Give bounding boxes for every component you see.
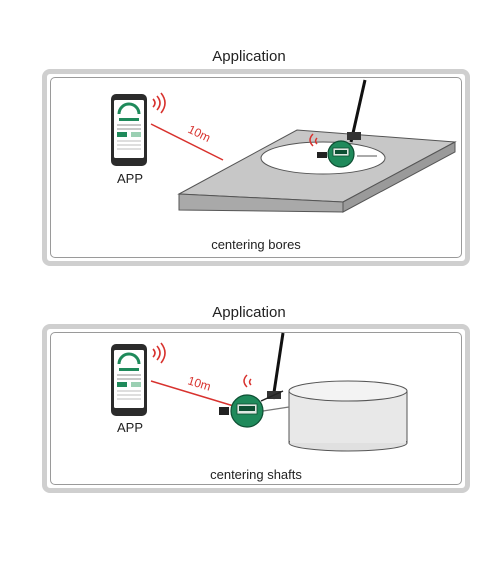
workpiece-plate-with-bore [177,129,457,213]
app-label: APP [117,420,144,435]
distance-line [150,380,238,408]
dial-indicator-icon [219,332,290,428]
app-label: APP [117,171,144,186]
scene-centering-bores: 10m [111,79,457,213]
panel-inner-frame [50,77,462,258]
distance-label: 10m [186,373,212,393]
panel-centering-shafts: 10m APP centering shafts [42,324,470,493]
section-title-bores: Application [212,48,286,65]
wireless-signal-icon [309,133,318,147]
caption-centering-shafts: centering shafts [210,467,302,482]
distance-label: 10m [186,122,213,145]
shaft-cylinder [288,380,408,452]
smartphone-icon [111,94,147,166]
wireless-signal-icon [152,92,166,114]
panel-centering-bores: 10m APP centering bores [42,69,470,266]
section-title-shafts: Application [212,304,286,321]
caption-centering-bores: centering bores [211,237,301,252]
dial-indicator-icon [317,79,377,168]
wireless-signal-icon [243,374,252,388]
scene-centering-shafts: 10m [111,332,408,452]
smartphone-icon [111,344,147,416]
distance-line [150,123,224,161]
panel-inner-frame [50,332,462,485]
wireless-signal-icon [152,342,166,364]
